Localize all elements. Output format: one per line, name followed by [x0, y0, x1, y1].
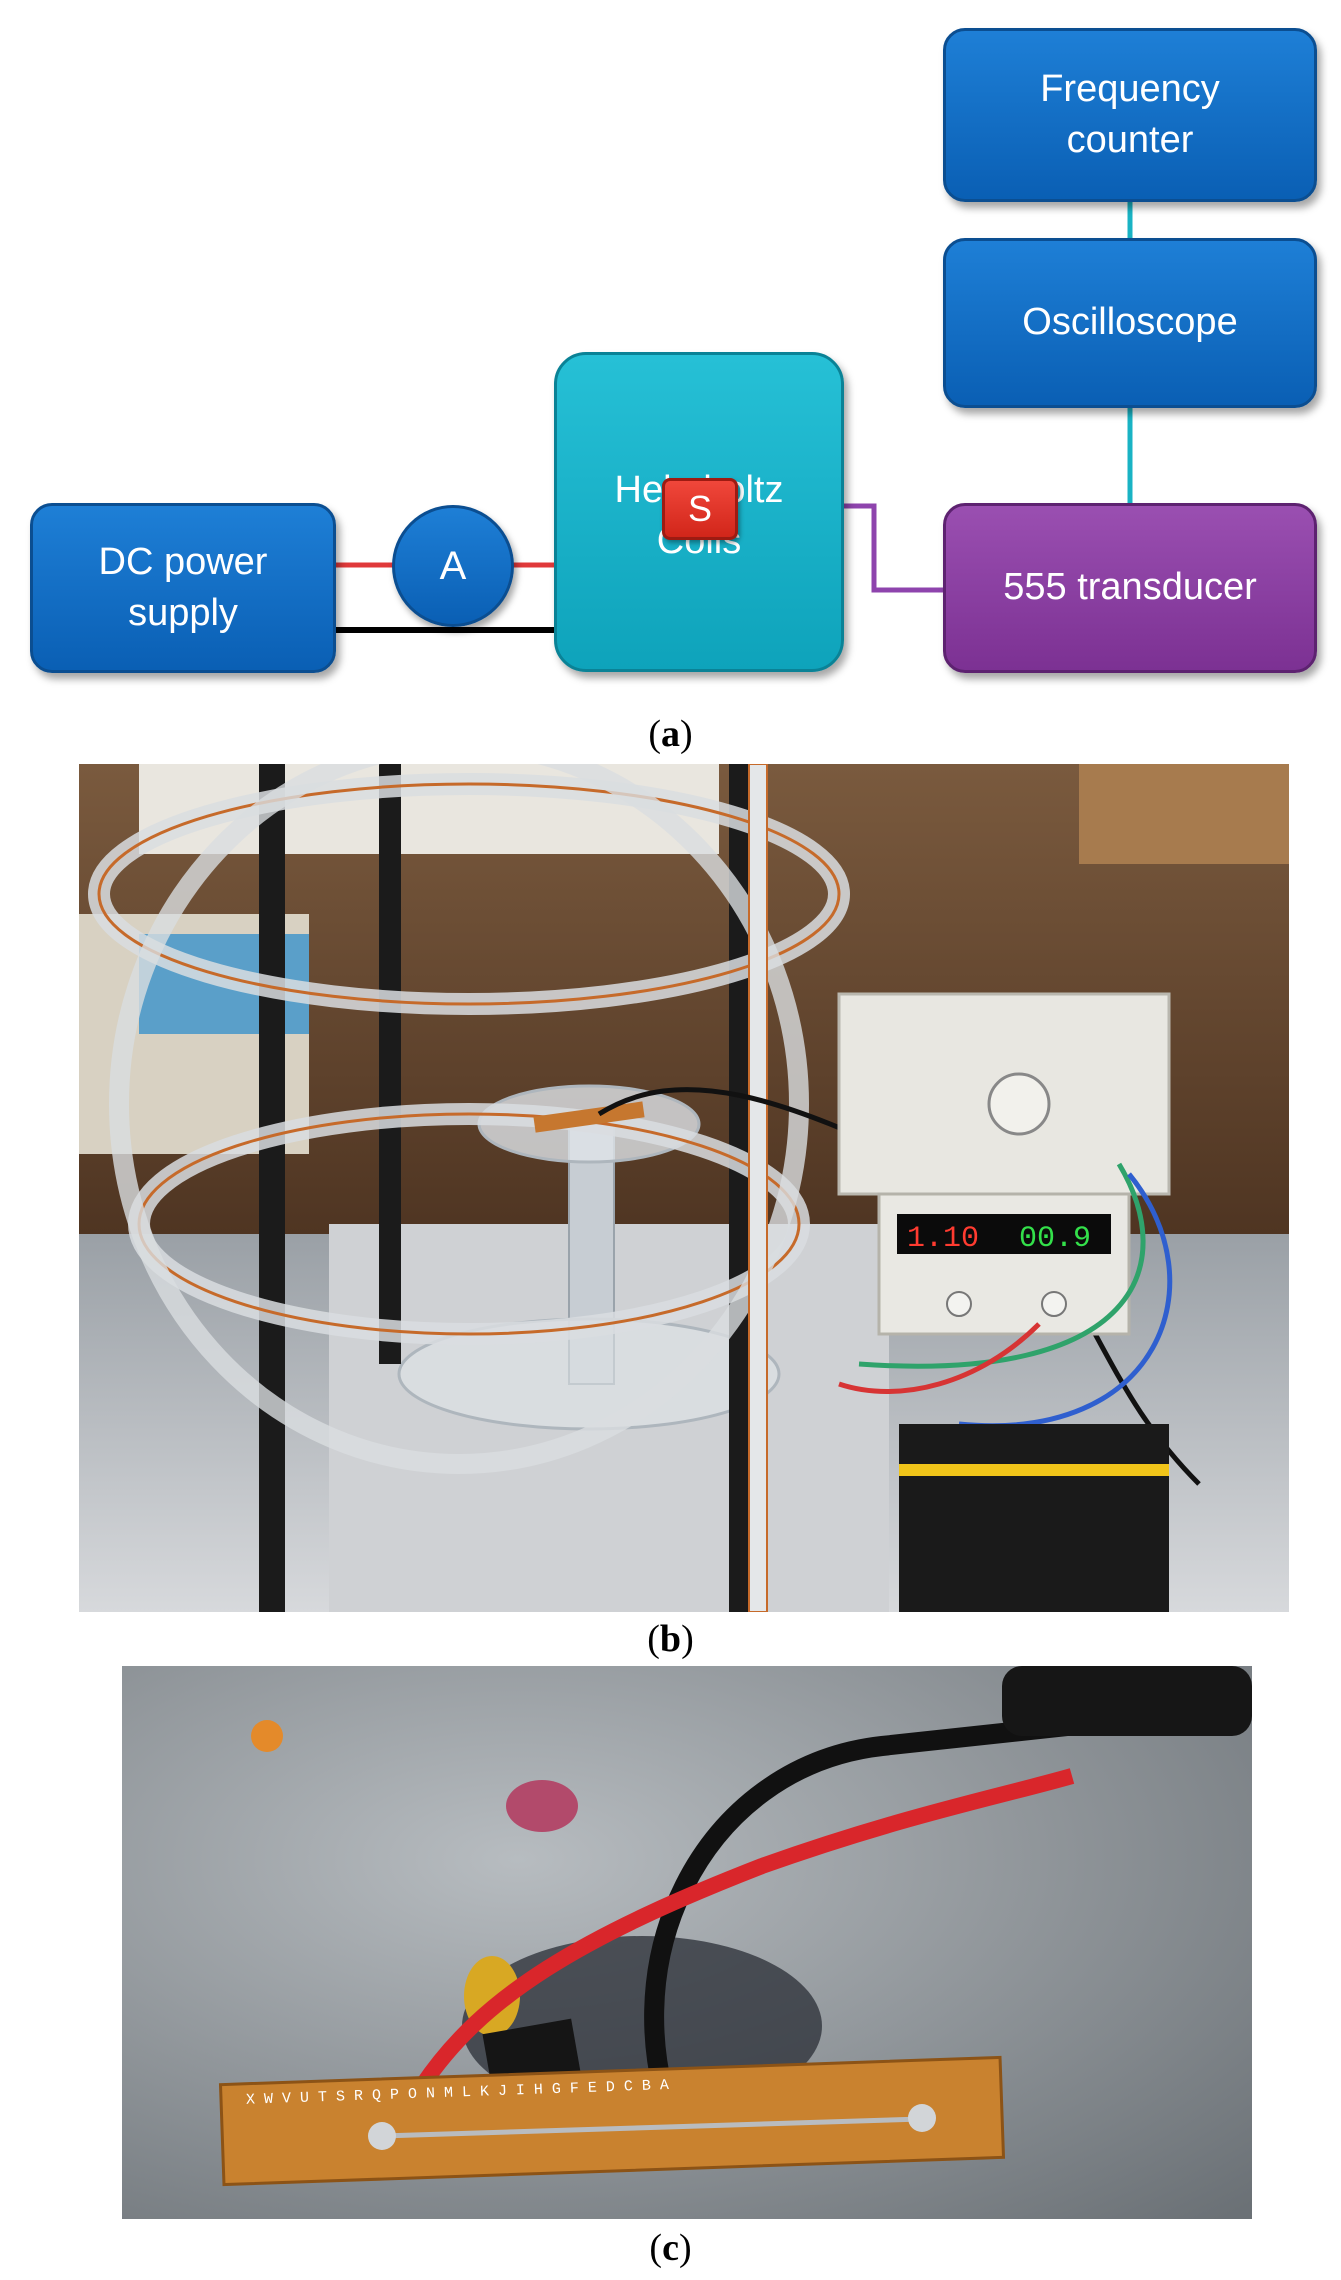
- caption-b-letter: b: [659, 1618, 682, 1660]
- transducer-555-box: 555 transducer: [943, 503, 1317, 673]
- frequency-counter-label-line1: Frequency: [1040, 67, 1220, 110]
- solder-joint-left: [368, 2122, 396, 2150]
- oscilloscope-label: Oscilloscope: [1022, 301, 1238, 344]
- black-post-left: [259, 764, 285, 1612]
- solder-joint-right: [908, 2104, 936, 2132]
- dc-power-supply-box: DC power supply: [30, 503, 336, 673]
- info-card: [899, 1424, 1169, 1612]
- oscillator-knob: [987, 1072, 1051, 1136]
- info-card-stripe: [899, 1464, 1169, 1476]
- pink-spot: [506, 1780, 578, 1832]
- frequency-counter-box: Frequency counter: [943, 28, 1317, 202]
- block-diagram: Frequency counter Oscilloscope DC power …: [0, 0, 1341, 700]
- caption-b: (b): [647, 1618, 694, 1660]
- lead-blue: [958, 1172, 1173, 1429]
- caption-c-letter: c: [662, 2227, 679, 2269]
- setup-photo: 1.10 00.9: [79, 764, 1289, 1612]
- sensor-closeup-photo: X W V U T S R Q P O N M L K J I H G F E …: [122, 1666, 1252, 2219]
- shelf-wood-top-right: [1079, 764, 1289, 864]
- lead-green: [858, 1162, 1146, 1369]
- voltage-display-text: 00.9: [1019, 1222, 1091, 1256]
- setup-photo-drawing: 1.10 00.9: [79, 764, 1289, 1612]
- transducer-label: 555 transducer: [1003, 566, 1257, 609]
- coil-horizontal-upper-wire: [97, 782, 841, 1006]
- caption-a-letter: a: [661, 713, 680, 755]
- frequency-counter-label-line2: counter: [1066, 119, 1194, 161]
- ps-knob-2: [1041, 1291, 1067, 1317]
- ammeter-display-text: 1.10: [907, 1222, 979, 1256]
- oscilloscope-box: Oscilloscope: [943, 238, 1317, 408]
- caption-c: (c): [649, 2227, 692, 2269]
- lead-red: [838, 1322, 1041, 1394]
- ps-knob-1: [946, 1291, 972, 1317]
- perfboard: [218, 2055, 1006, 2187]
- ammeter-label: A: [439, 543, 467, 588]
- caption-a: (a): [648, 713, 693, 755]
- ammeter-circle: A: [392, 505, 514, 627]
- coil-vertical: [109, 764, 809, 1474]
- dc-power-supply-label-line1: DC power: [98, 540, 268, 583]
- sensor-s-box: S: [662, 478, 738, 540]
- power-supply-display: [897, 1214, 1111, 1254]
- dc-power-supply-label-line2: supply: [128, 592, 238, 634]
- coil-vertical-edge: [748, 764, 768, 1612]
- black-cable: [644, 1696, 1252, 2151]
- sensor-closeup-drawing: X W V U T S R Q P O N M L K J I H G F E …: [122, 1666, 1252, 2219]
- bridge-wire: [381, 2116, 923, 2139]
- orange-spot: [251, 1720, 283, 1752]
- red-cable: [415, 1768, 1075, 2091]
- black-post-middle: [379, 764, 401, 1364]
- probe-connector: [1002, 1666, 1252, 1736]
- sensor-label: S: [687, 488, 712, 529]
- sensor-board: [533, 1101, 645, 1133]
